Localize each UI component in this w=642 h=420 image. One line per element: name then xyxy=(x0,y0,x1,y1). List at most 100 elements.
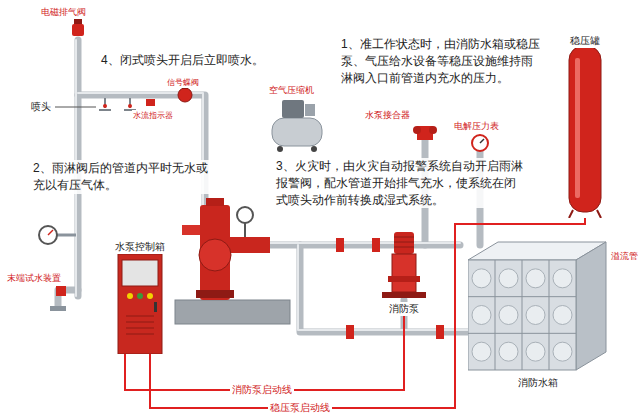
callout-note: 1、准工作状态时，由消防水箱或稳压泵、气压给水设备等稳压设施维持雨淋阀入口前管道… xyxy=(340,36,542,86)
part-label: 信号蝶阀 xyxy=(166,77,200,88)
pipe-valve-part xyxy=(336,238,344,252)
shape-part xyxy=(526,342,545,361)
signal-wire xyxy=(125,316,404,390)
deluge-valve-assembly-part xyxy=(196,290,234,298)
part-label: 水泵接合器 xyxy=(364,109,411,122)
shape-part xyxy=(526,269,545,288)
deluge-valve-assembly-part xyxy=(175,300,290,324)
shape-part xyxy=(569,46,601,212)
shape-part xyxy=(522,260,523,370)
shape-part xyxy=(126,328,154,329)
node-label: 消防水箱 xyxy=(516,376,560,390)
exhaust-valve-part xyxy=(74,19,82,24)
shape-part xyxy=(575,58,580,198)
compressor xyxy=(272,100,322,152)
end-test-valve xyxy=(50,286,66,311)
shape-part xyxy=(126,334,154,335)
deluge-valve-assembly xyxy=(175,198,290,324)
shape-part xyxy=(569,210,601,218)
pressure-tank: 稳压罐 xyxy=(555,30,615,218)
pipe-valve-part xyxy=(372,238,380,252)
fire-pump: 消防泵 xyxy=(378,232,430,316)
callout-note: 3、火灾时，由火灾自动报警系统自动开启雨淋报警阀，配水管道开始排气充水，使系统在… xyxy=(275,158,527,208)
pressure-gauge-part xyxy=(39,226,57,244)
electric-gauge xyxy=(472,135,488,151)
exhaust-valve-part xyxy=(72,24,84,36)
pressure-gauge xyxy=(39,226,76,244)
flow-indicator xyxy=(146,99,155,106)
exhaust-valve xyxy=(72,19,84,36)
end-test-valve-part xyxy=(56,286,66,296)
deluge-valve-assembly-part xyxy=(200,205,230,300)
shape-part xyxy=(553,342,572,361)
compressor-part xyxy=(277,146,283,152)
sprinkler-head xyxy=(55,98,136,110)
compressor-part xyxy=(272,118,322,146)
node-label: 消防泵 xyxy=(387,302,421,316)
pipe-highlight-part xyxy=(265,242,460,244)
electric-gauge-part xyxy=(472,135,488,151)
wire-label: 消防泵启动线 xyxy=(230,384,294,396)
pipe-valve-part xyxy=(346,325,354,339)
pipe-network-part xyxy=(265,242,460,249)
shape-part xyxy=(499,306,518,325)
shape-part xyxy=(576,242,606,370)
part-label: 末端试水装置 xyxy=(6,272,62,285)
shape-part xyxy=(394,247,414,248)
end-test-valve-part xyxy=(50,306,66,311)
node-text-block: 稳压罐 xyxy=(555,30,615,48)
shape-part xyxy=(499,269,518,288)
pipe-network-part xyxy=(78,95,205,300)
shape-part xyxy=(526,306,545,325)
shape-part xyxy=(154,302,157,312)
part-label: 水流指示器 xyxy=(132,110,174,121)
shape-part xyxy=(495,260,496,370)
pipe-highlight-part xyxy=(78,93,203,300)
shape-part xyxy=(472,306,491,325)
part-label: 电解压力表 xyxy=(453,120,500,133)
shape-part xyxy=(499,342,518,361)
deluge-valve-assembly-part xyxy=(244,223,246,237)
signal-butterfly-valve-part xyxy=(178,88,192,102)
deluge-valve-assembly-part xyxy=(199,239,231,271)
shape-part xyxy=(122,260,158,286)
pressure-tank-shape xyxy=(555,30,615,218)
shape-part xyxy=(549,260,550,370)
pressure-gauge-part xyxy=(48,230,53,235)
sprinkler-head-part xyxy=(99,98,136,110)
pump-adapter-part xyxy=(429,126,437,134)
shape-part xyxy=(468,260,576,370)
callout-note: 4、闭式喷头开启后立即喷水。 xyxy=(100,52,265,69)
part-label: 电磁排气阀 xyxy=(40,6,87,19)
node-text-block: 水泵控制箱 xyxy=(100,236,180,254)
pump-adapter-part xyxy=(413,126,421,134)
wire-label: 稳压泵启动线 xyxy=(268,402,332,414)
flow-indicator-part xyxy=(146,99,155,106)
compressor-part xyxy=(305,104,315,116)
shape-part xyxy=(137,293,143,299)
shape-part xyxy=(468,296,576,297)
pipe-valve-part xyxy=(436,325,444,339)
compressor-part xyxy=(311,146,317,152)
shape-part xyxy=(118,254,162,354)
electric-gauge-part xyxy=(480,139,484,143)
callout-note: 2、雨淋阀后的管道内平时无水或充以有压气体。 xyxy=(32,160,214,194)
pipe-network-part xyxy=(300,245,468,332)
deluge-valve-assembly-part xyxy=(237,207,253,223)
compressor-part xyxy=(282,100,304,118)
shape-part xyxy=(394,242,414,243)
shape-part xyxy=(126,322,154,323)
sprinkler-head-part xyxy=(128,104,132,108)
shape-part xyxy=(553,269,572,288)
pump-control-box: 水泵控制箱 xyxy=(100,236,180,354)
deluge-valve-assembly-part xyxy=(230,237,270,253)
part-label: 喷头 xyxy=(30,100,52,114)
shape-part xyxy=(472,269,491,288)
deluge-valve-assembly-part xyxy=(206,198,224,206)
shape-part xyxy=(126,316,154,317)
part-label: 空气压缩机 xyxy=(268,84,315,97)
node-text-block: 消防水箱 xyxy=(468,372,608,390)
water-tank-shape xyxy=(468,238,608,390)
node-text-block: 消防泵 xyxy=(378,298,430,316)
